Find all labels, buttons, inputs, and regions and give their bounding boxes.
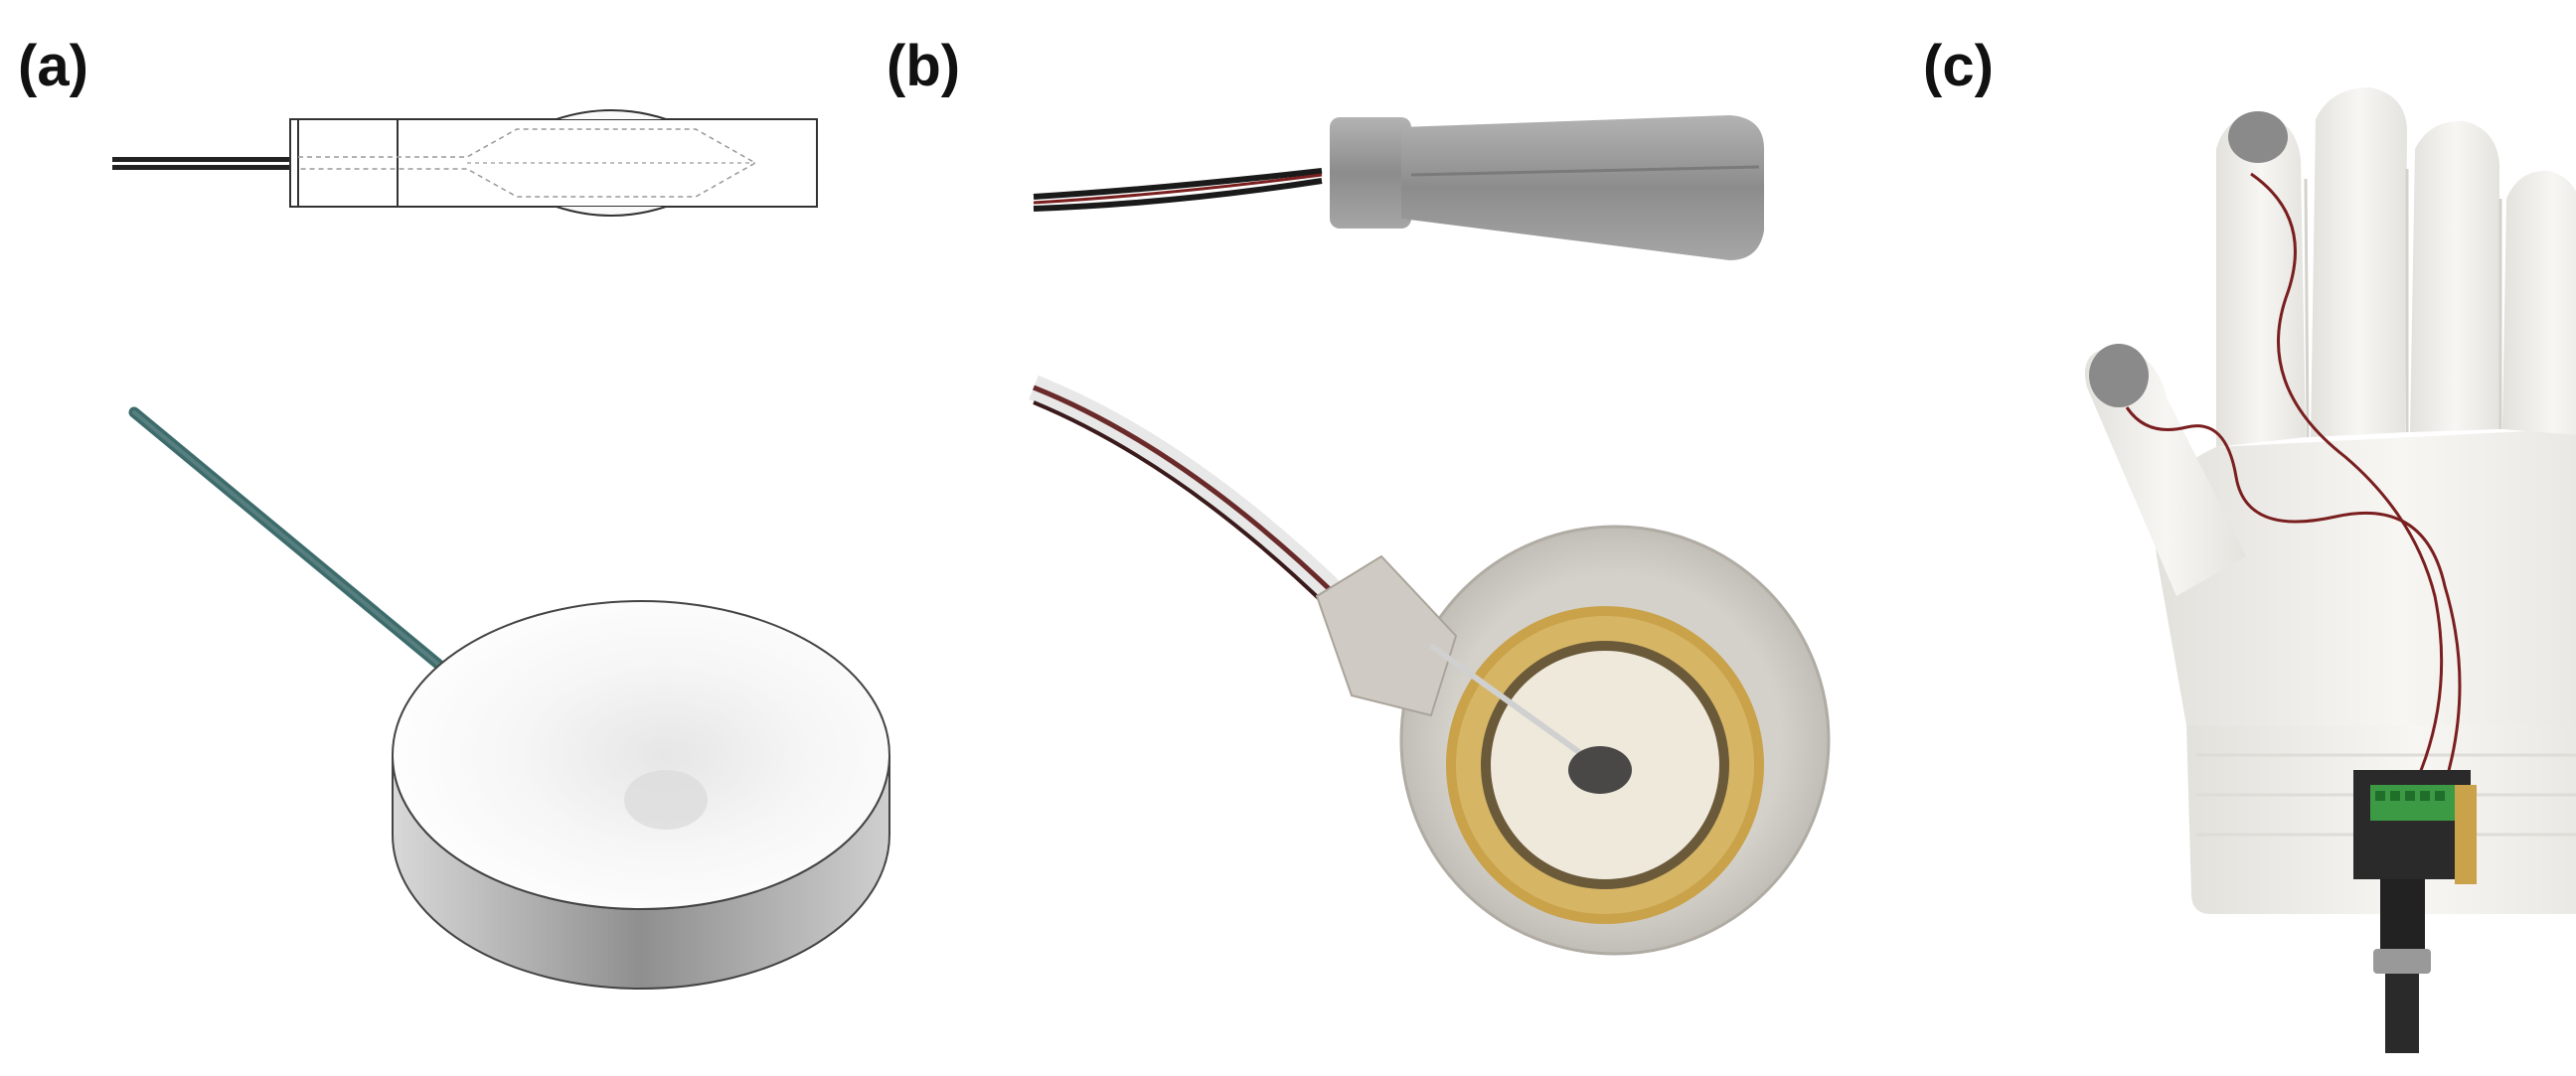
panel-b-photo-front-view bbox=[1029, 375, 1831, 956]
panel-label-b: (b) bbox=[886, 34, 961, 98]
panel-b-photo-side-view bbox=[1033, 115, 1764, 260]
panel-label-c: (c) bbox=[1923, 34, 1994, 98]
panel-a-cad-top-view bbox=[112, 109, 818, 217]
panel-a-cad-isometric bbox=[128, 406, 890, 990]
panel-label-a: (a) bbox=[18, 34, 88, 98]
panel-c-photo-glove bbox=[2085, 87, 2576, 1053]
